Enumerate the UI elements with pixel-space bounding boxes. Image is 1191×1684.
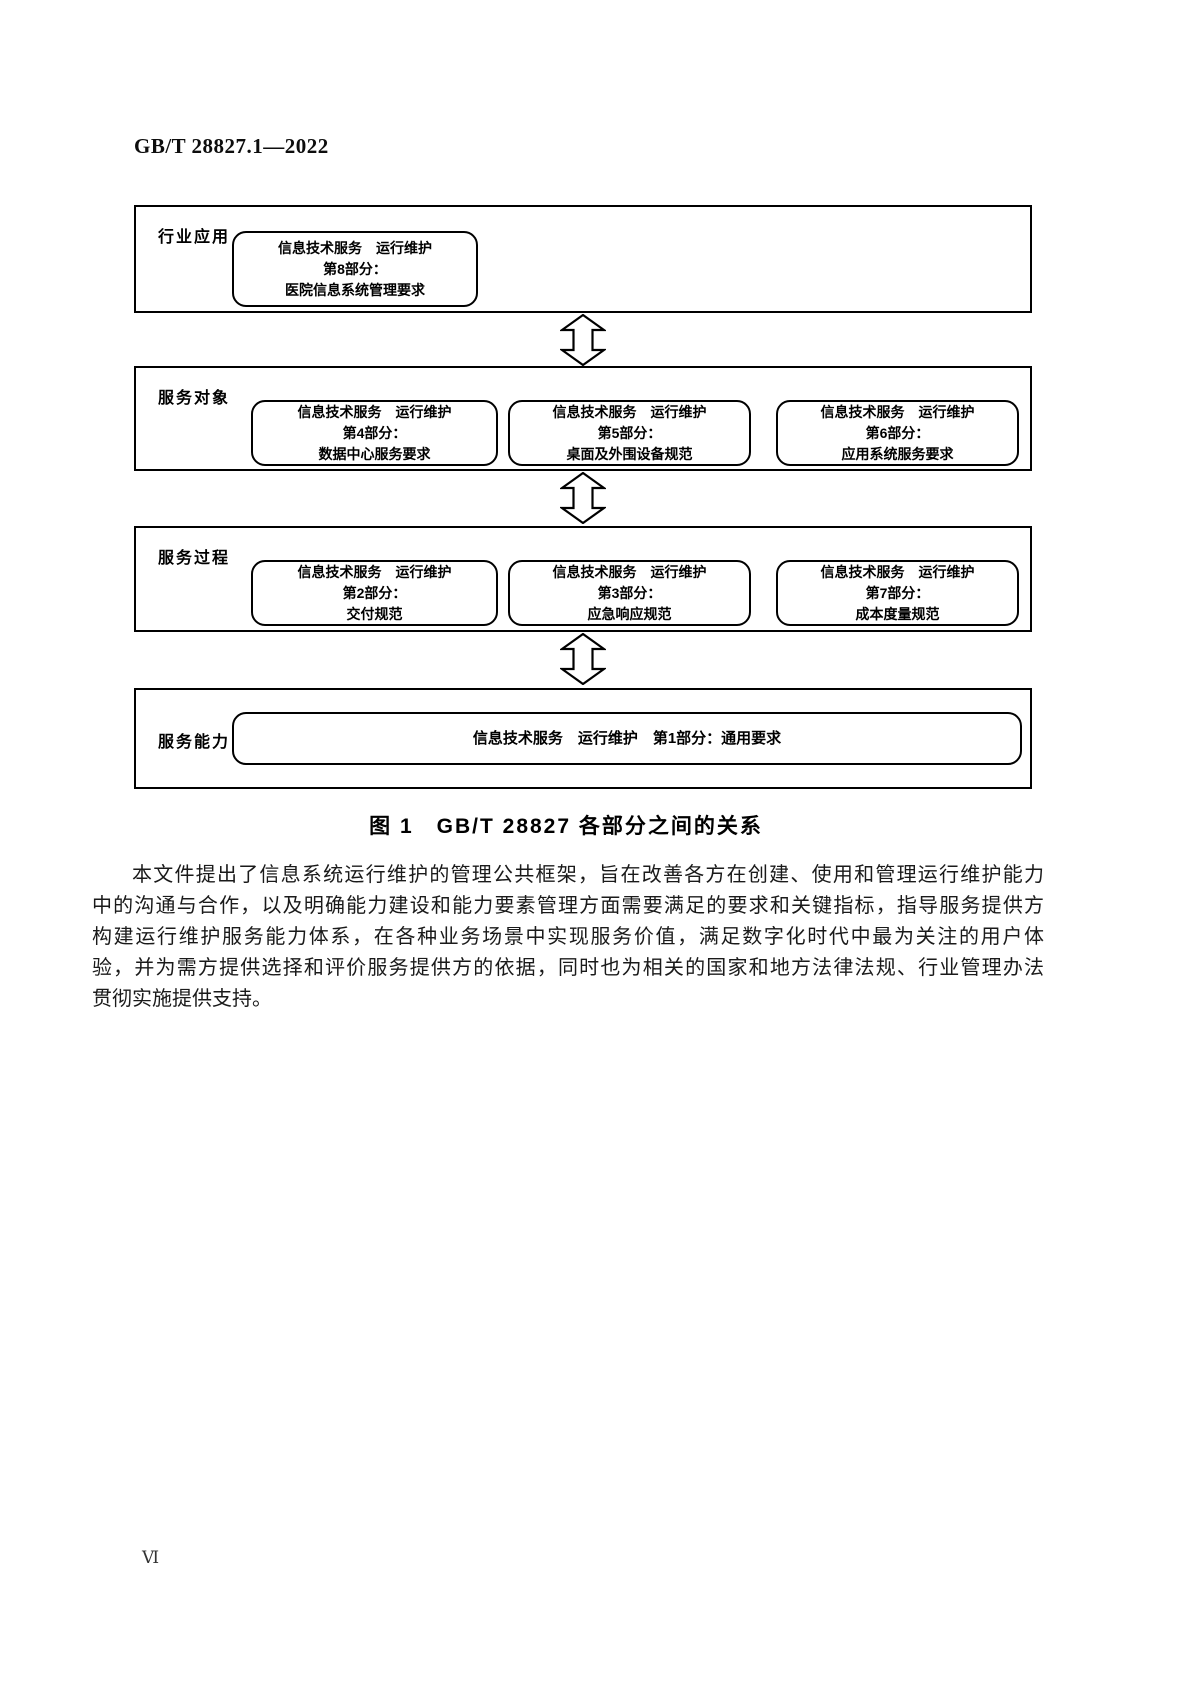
paragraph-line: 贯彻实施提供支持。 [92, 988, 272, 1010]
box-name-line: 应用系统服务要求 [841, 445, 954, 462]
box-title-line: 信息技术服务 运行维护 [820, 563, 975, 580]
connector-zone [134, 313, 1032, 366]
box-part-line: 第7部分： [865, 584, 930, 601]
figure-caption: 图 1 GB/T 28827 各部分之间的关系 [369, 815, 763, 838]
box-part-line: 第8部分： [323, 260, 387, 277]
band-label: 服务能力 [158, 734, 231, 751]
box-title-line: 信息技术服务 运行维护 [552, 563, 707, 580]
box-title-line: 信息技术服务 运行维护 [278, 239, 432, 256]
box-name-line: 应急响应规范 [587, 605, 672, 622]
box-part-line: 第6部分： [865, 424, 930, 441]
paragraph-line: 构建运行维护服务能力体系，在各种业务场景中实现服务价值，满足数字化时代中最为关注… [92, 926, 1044, 948]
box-title-line: 信息技术服务 运行维护 [552, 403, 707, 420]
paragraph-line: 中的沟通与合作，以及明确能力建设和能力要素管理方面需要满足的要求和关键指标，指导… [92, 895, 1044, 917]
box-part-line: 第5部分： [597, 424, 662, 441]
part-2-box: 信息技术服务 运行维护 第2部分： 交付规范 [251, 560, 498, 626]
band-service-objects: 服务对象 信息技术服务 运行维护 第4部分： 数据中心服务要求 信息技术服务 运… [134, 366, 1032, 471]
box-part-line: 第2部分： [342, 584, 407, 601]
part-4-box: 信息技术服务 运行维护 第4部分： 数据中心服务要求 [251, 400, 498, 466]
part-6-box: 信息技术服务 运行维护 第6部分： 应用系统服务要求 [776, 400, 1019, 466]
body-paragraph: 本文件提出了信息系统运行维护的管理公共框架，旨在改善各方在创建、使用和管理运行维… [92, 860, 1044, 1015]
box-name-line: 医院信息系统管理要求 [285, 281, 425, 298]
box-title-line: 信息技术服务 运行维护 [297, 563, 452, 580]
band-label: 行业应用 [158, 229, 231, 246]
part-8-box: 信息技术服务 运行维护 第8部分： 医院信息系统管理要求 [232, 231, 478, 307]
box-name-line: 交付规范 [346, 605, 403, 622]
box-title-line: 信息技术服务 运行维护 第1部分：通用要求 [472, 730, 782, 747]
box-part-line: 第4部分： [342, 424, 407, 441]
part-5-box: 信息技术服务 运行维护 第5部分： 桌面及外围设备规范 [508, 400, 751, 466]
part-1-box: 信息技术服务 运行维护 第1部分：通用要求 [232, 712, 1022, 765]
band-label: 服务对象 [158, 390, 231, 407]
box-part-line: 第3部分： [597, 584, 662, 601]
band-service-capability: 服务能力 信息技术服务 运行维护 第1部分：通用要求 [134, 688, 1032, 789]
part-3-box: 信息技术服务 运行维护 第3部分： 应急响应规范 [508, 560, 751, 626]
band-label: 服务过程 [158, 550, 231, 567]
double-arrow-icon [560, 314, 606, 366]
box-name-line: 桌面及外围设备规范 [566, 445, 693, 462]
box-title-line: 信息技术服务 运行维护 [820, 403, 975, 420]
paragraph-line: 验，并为需方提供选择和评价服务提供方的依据，同时也为相关的国家和地方法律法规、行… [92, 957, 1044, 979]
page-number: Ⅵ [142, 1548, 161, 1567]
document-number: GB/T 28827.1—2022 [134, 134, 329, 158]
connector-zone [134, 471, 1032, 526]
double-arrow-icon [560, 633, 606, 685]
box-name-line: 成本度量规范 [855, 605, 940, 622]
paragraph-line: 本文件提出了信息系统运行维护的管理公共框架，旨在改善各方在创建、使用和管理运行维… [132, 864, 1044, 886]
band-service-process: 服务过程 信息技术服务 运行维护 第2部分： 交付规范 信息技术服务 运行维护 … [134, 526, 1032, 632]
connector-zone [134, 632, 1032, 688]
band-industry-application: 行业应用 信息技术服务 运行维护 第8部分： 医院信息系统管理要求 [134, 205, 1032, 313]
box-name-line: 数据中心服务要求 [318, 445, 431, 462]
box-title-line: 信息技术服务 运行维护 [297, 403, 452, 420]
part-7-box: 信息技术服务 运行维护 第7部分： 成本度量规范 [776, 560, 1019, 626]
double-arrow-icon [560, 472, 606, 524]
figure-1-diagram: 行业应用 信息技术服务 运行维护 第8部分： 医院信息系统管理要求 服务对象 信… [134, 205, 1032, 789]
